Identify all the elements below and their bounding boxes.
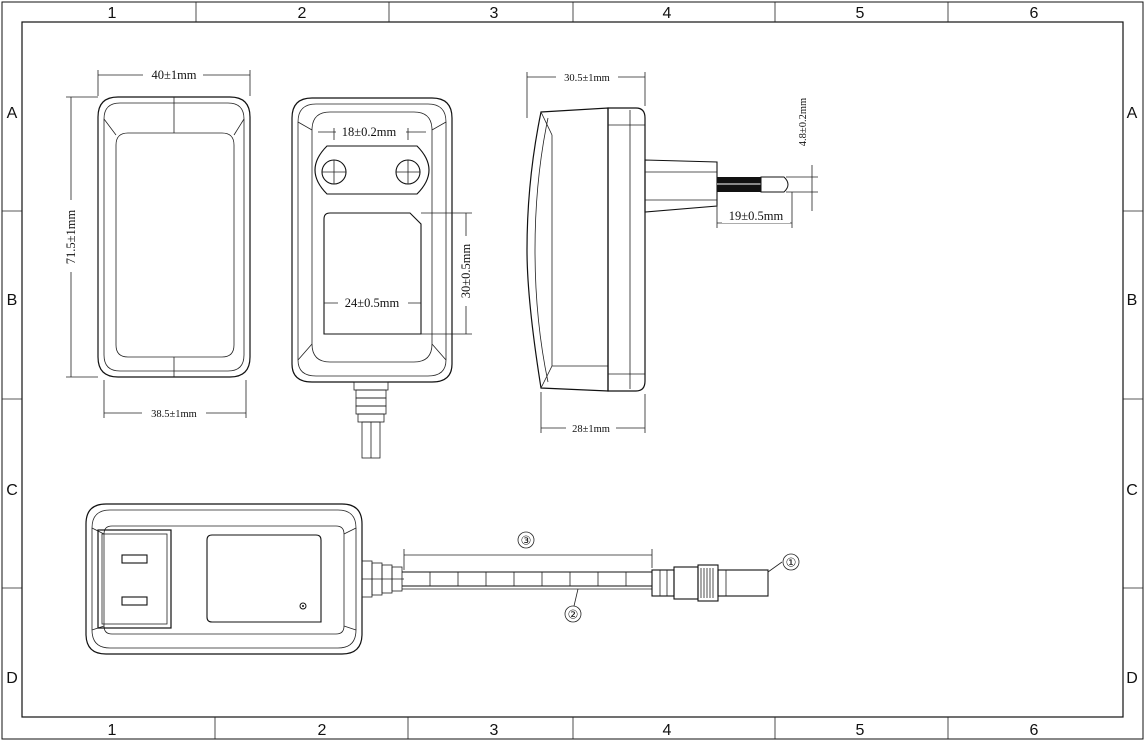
label-area xyxy=(323,212,422,335)
dc-cable xyxy=(402,571,652,590)
zone-col-3-bottom: 3 xyxy=(490,722,499,739)
callout-connector: ① xyxy=(786,556,797,570)
zone-row-b-right: B xyxy=(1127,292,1138,309)
zone-row-d-right: D xyxy=(1126,670,1138,687)
zone-col-4-bottom: 4 xyxy=(663,722,672,739)
zone-col-5-top: 5 xyxy=(856,5,865,22)
dim-label-height: 30±0.5mm xyxy=(459,244,473,299)
side-view xyxy=(526,107,789,392)
dim-side-top-depth: 30.5±1mm xyxy=(564,73,610,84)
bottom-assembly-callouts: ③ ① ② xyxy=(403,531,800,623)
zone-labels-right: A B C D xyxy=(1126,105,1138,687)
zone-col-3-top: 3 xyxy=(490,5,499,22)
zone-labels-left: A B C D xyxy=(6,105,18,687)
dc-connector xyxy=(651,564,769,602)
zone-col-2-bottom: 2 xyxy=(318,722,327,739)
zone-col-5-bottom: 5 xyxy=(856,722,865,739)
zone-row-a-left: A xyxy=(7,105,18,122)
dim-side-bottom-depth: 28±1mm xyxy=(572,424,610,435)
dim-label-width: 24±0.5mm xyxy=(345,296,400,310)
plug-pins xyxy=(717,176,789,193)
dim-pin-diameter: 4.8±0.2mm xyxy=(798,98,809,146)
zone-col-1-top: 1 xyxy=(108,5,117,22)
zone-col-2-top: 2 xyxy=(298,5,307,22)
zone-col-6-bottom: 6 xyxy=(1030,722,1039,739)
zone-row-c-right: C xyxy=(1126,482,1138,499)
back-view-dimensions: 18±0.2mm 30±0.5mm 24±0.5mm xyxy=(318,124,473,335)
dim-pin-length: 19±0.5mm xyxy=(729,209,784,223)
zone-row-d-left: D xyxy=(6,670,18,687)
zone-col-4-top: 4 xyxy=(663,5,672,22)
led-indicator xyxy=(299,602,307,610)
eu-plug-outline xyxy=(314,145,430,195)
front-view-dimensions: 40±1mm 71.5±1mm 38.5±1mm xyxy=(64,67,251,420)
bottom-strain-relief xyxy=(361,560,404,598)
dim-front-height: 71.5±1mm xyxy=(64,210,78,265)
zone-row-a-right: A xyxy=(1127,105,1138,122)
zone-col-6-top: 6 xyxy=(1030,5,1039,22)
zone-labels-top: 1 2 3 4 5 6 xyxy=(108,5,1039,22)
strain-relief xyxy=(353,381,389,459)
zone-labels-bottom: 1 2 3 4 5 6 xyxy=(108,722,1039,739)
us-plug xyxy=(97,529,172,629)
back-view xyxy=(291,97,453,459)
dim-plug-spacing: 18±0.2mm xyxy=(342,125,397,139)
dim-front-top-width: 40±1mm xyxy=(151,68,196,82)
front-view xyxy=(97,96,251,378)
bottom-label-area xyxy=(206,534,322,623)
dim-front-bottom-width: 38.5±1mm xyxy=(151,409,197,420)
callout-cable-length: ③ xyxy=(521,534,532,548)
side-view-dimensions: 30.5±1mm 28±1mm 4.8±0.2mm 19±0.5mm xyxy=(526,70,818,435)
zone-row-b-left: B xyxy=(7,292,18,309)
bottom-assembly-view xyxy=(85,503,769,655)
eu-plug-side xyxy=(644,159,718,213)
zone-col-1-bottom: 1 xyxy=(108,722,117,739)
callout-cable: ② xyxy=(568,608,579,622)
zone-row-c-left: C xyxy=(6,482,18,499)
